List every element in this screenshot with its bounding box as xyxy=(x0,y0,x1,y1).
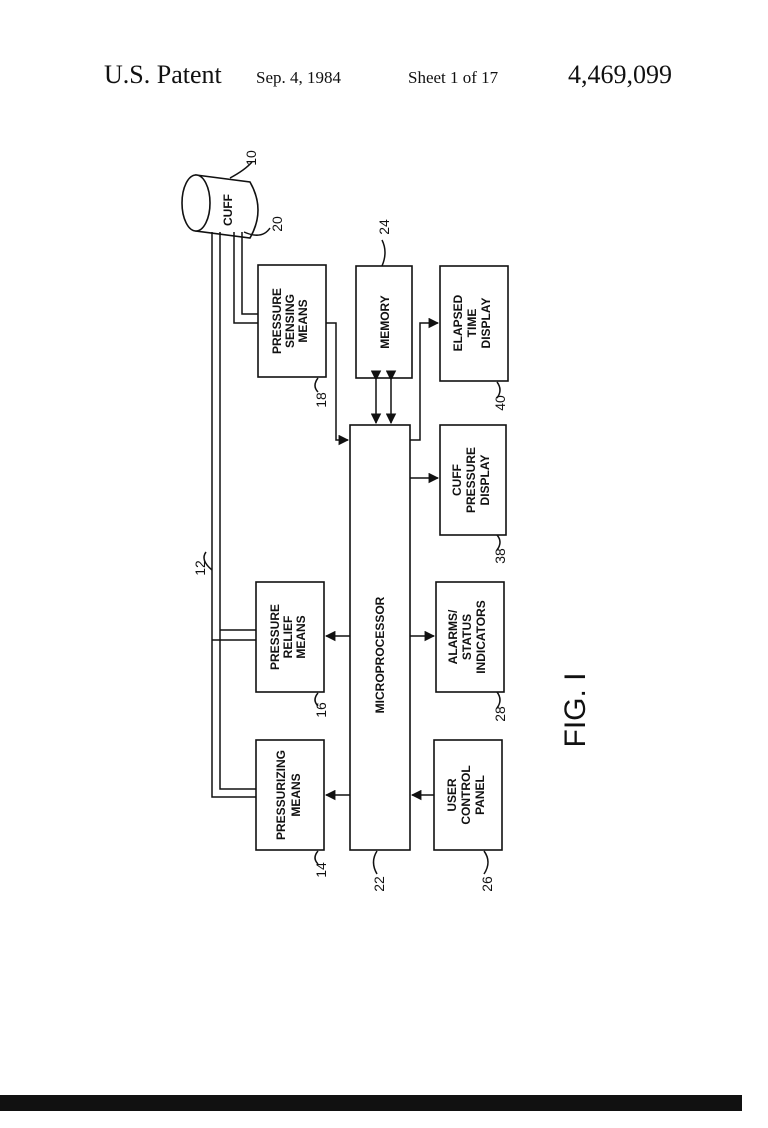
ref-pressurizing: 14 xyxy=(313,862,329,878)
memory-block xyxy=(355,265,413,379)
ref-memory: 24 xyxy=(376,219,392,235)
ref-cuff-pressure: 38 xyxy=(492,548,508,564)
elapsed-time-label-line3: DISPLAY xyxy=(479,298,493,349)
alarms-status-block xyxy=(435,581,505,693)
scan-border-bar xyxy=(0,1095,742,1111)
hose-lines xyxy=(211,232,258,798)
ref-alarms: 28 xyxy=(492,706,508,722)
user-control-panel-block xyxy=(433,739,503,851)
user-control-label-line2: CONTROL xyxy=(459,765,473,824)
reference-leaders xyxy=(203,161,501,875)
elapsed-time-label-line2: TIME xyxy=(465,309,479,338)
pressure-sensing-label-line3: MEANS xyxy=(296,299,310,342)
microprocessor-block xyxy=(349,424,411,851)
ref-pressure-sensing: 18 xyxy=(313,392,329,408)
cuff-pressure-display-block xyxy=(439,424,507,536)
ref-pressure-relief: 16 xyxy=(313,702,329,718)
elapsed-time-display-block xyxy=(439,265,509,382)
ref-hose-sense: 20 xyxy=(269,216,285,232)
patent-number: 4,469,099 xyxy=(568,60,672,89)
pressurizing-label-line1: PRESSURIZING xyxy=(274,750,288,840)
pressure-sensing-label-line2: SENSING xyxy=(283,294,297,348)
pressurizing-label-line2: MEANS xyxy=(289,773,303,816)
microprocessor-label: MICROPROCESSOR xyxy=(373,596,387,713)
ref-elapsed-time: 40 xyxy=(492,395,508,411)
alarms-label-line3: INDICATORS xyxy=(474,600,488,674)
pressure-relief-label-line2: RELIEF xyxy=(281,616,295,659)
sheet-indicator: Sheet 1 of 17 xyxy=(408,68,499,87)
cuff-pressure-label-line1: CUFF xyxy=(450,464,464,496)
ref-hose-main: 12 xyxy=(192,560,208,576)
patent-title: U.S. Patent xyxy=(104,60,222,89)
signal-connections xyxy=(324,317,440,801)
patent-date: Sep. 4, 1984 xyxy=(256,68,341,87)
ref-cuff: 10 xyxy=(243,150,259,166)
figure-label: FIG. I xyxy=(559,673,592,748)
user-control-label-line1: USER xyxy=(445,778,459,812)
elapsed-time-label-line1: ELAPSED xyxy=(451,294,465,351)
user-control-label-line3: PANEL xyxy=(473,775,487,815)
cuff-cylinder xyxy=(181,174,259,239)
pressure-relief-label-line1: PRESSURE xyxy=(268,604,282,670)
alarms-label-line2: STATUS xyxy=(460,614,474,660)
memory-label: MEMORY xyxy=(378,295,392,349)
ref-microprocessor: 22 xyxy=(371,876,387,892)
ref-user-control: 26 xyxy=(479,876,495,892)
pressure-sensing-block xyxy=(257,264,327,378)
pressurizing-means-block xyxy=(255,739,325,851)
cuff-pressure-label-line2: PRESSURE xyxy=(464,447,478,513)
pressure-sensing-label-line1: PRESSURE xyxy=(270,288,284,354)
cuff-label: CUFF xyxy=(221,194,235,226)
pressure-relief-block xyxy=(255,581,325,693)
cuff-pressure-label-line3: DISPLAY xyxy=(478,455,492,506)
pressure-relief-label-line3: MEANS xyxy=(294,615,308,658)
alarms-label-line1: ALARMS/ xyxy=(446,609,460,664)
